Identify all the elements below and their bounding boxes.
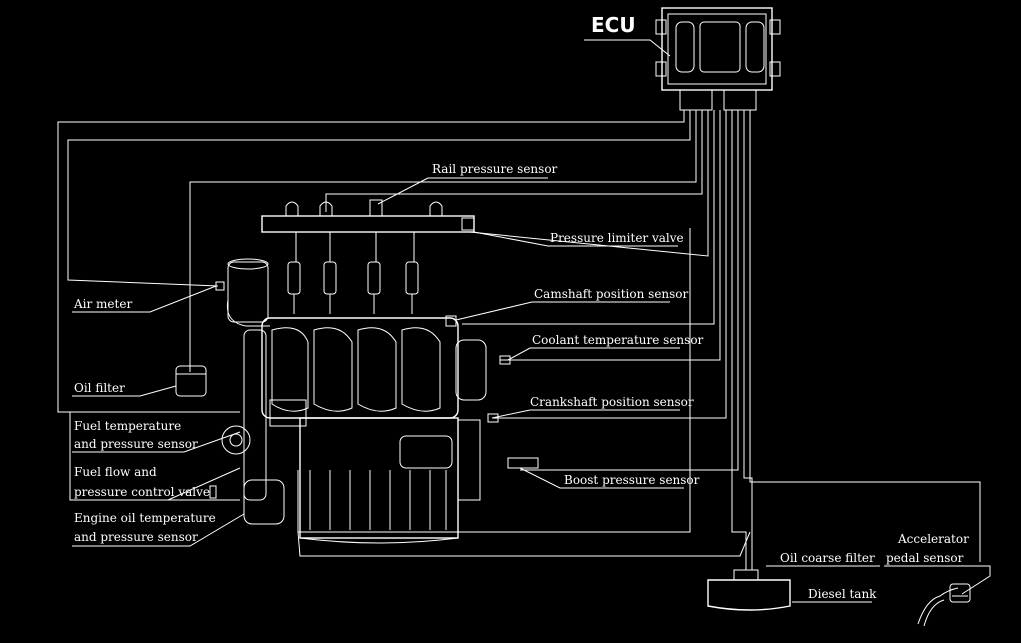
rail-pressure-sensor-label: Rail pressure sensor xyxy=(432,162,558,176)
engine-oil-label-line2: and pressure sensor xyxy=(74,530,198,544)
oil-coarse-filter-label: Oil coarse filter xyxy=(780,551,875,565)
crankshaft-position-sensor-label: Crankshaft position sensor xyxy=(530,395,694,409)
fuel-flow-label-line2: pressure control valve xyxy=(74,485,210,499)
sensor-shapes xyxy=(209,281,539,499)
ecu-unit xyxy=(655,7,781,111)
engine-oil-label-line1: Engine oil temperature xyxy=(74,511,216,525)
air-meter-label: Air meter xyxy=(73,297,132,311)
oil-filter-label: Oil filter xyxy=(74,381,125,395)
camshaft-position-sensor-label: Camshaft position sensor xyxy=(534,287,689,301)
fuel-flow-label-line1: Fuel flow and xyxy=(74,465,157,479)
accelerator-pedal xyxy=(917,583,971,627)
pressure-limiter-valve-label: Pressure limiter valve xyxy=(550,231,684,245)
accelerator-label-line2: pedal sensor xyxy=(886,551,964,565)
fuel-temperature-label-line1: Fuel temperature xyxy=(74,419,181,433)
diesel-tank-label: Diesel tank xyxy=(808,587,877,601)
accelerator-label-line1: Accelerator xyxy=(897,532,969,546)
leader-lines xyxy=(72,177,991,603)
boost-pressure-sensor-label: Boost pressure sensor xyxy=(564,473,700,487)
fuel-rail xyxy=(261,199,475,314)
diesel-tank xyxy=(707,569,791,611)
engine-block xyxy=(175,258,487,544)
ecu-label: ECU xyxy=(591,13,636,37)
wiring-harness xyxy=(57,110,981,570)
fuel-temperature-label-line2: and pressure sensor xyxy=(74,437,198,451)
ecu-leader xyxy=(584,39,671,57)
coolant-temperature-sensor-label: Coolant temperature sensor xyxy=(532,333,704,347)
